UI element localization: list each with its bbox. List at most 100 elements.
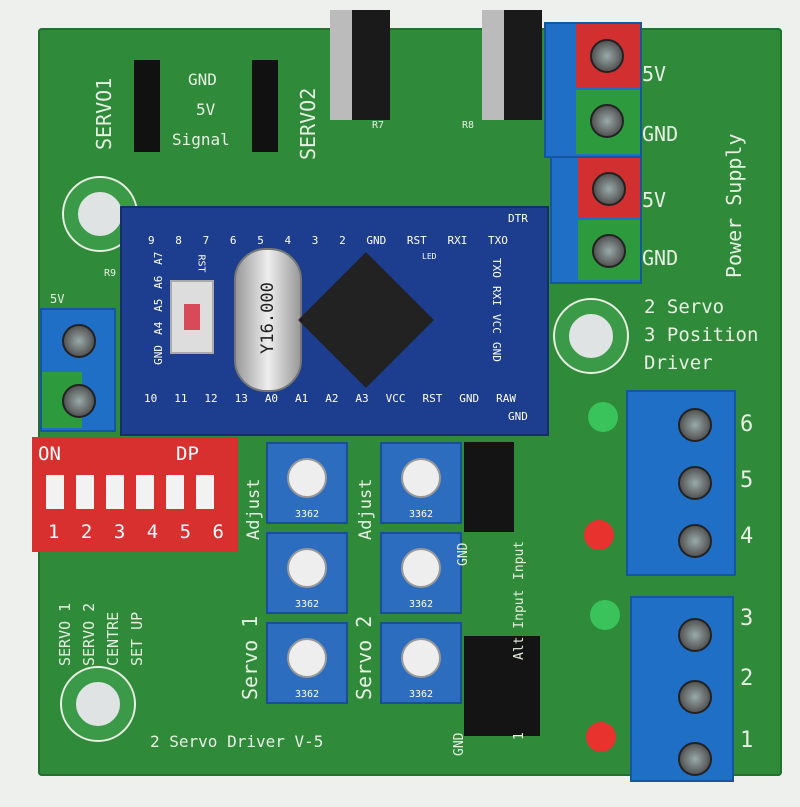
reset-button[interactable] [170, 280, 214, 354]
servo1-label: SERVO1 [92, 77, 116, 150]
pin-label: 8 [175, 234, 182, 247]
servo2-pot-label: Servo 2 [352, 615, 376, 700]
screw-icon [678, 742, 712, 776]
red-led [586, 722, 616, 752]
pin-label: VCC [490, 313, 503, 334]
pin-label: RXI [490, 285, 503, 306]
pin-label: TXO [488, 234, 508, 247]
led-label: LED [422, 252, 437, 261]
resistor-label: R9 [104, 268, 117, 279]
dip-number: 4 [146, 521, 159, 543]
pin-label: 2 [339, 234, 346, 247]
jumper-header[interactable] [464, 442, 514, 532]
output-number: 3 [740, 606, 754, 631]
pot-code: 3362 [408, 509, 434, 520]
pin-label: A1 [295, 392, 309, 405]
output-terminal-block [630, 596, 734, 782]
dip-dp-label: DP [176, 443, 199, 465]
power-terminal-block [550, 156, 642, 284]
voltage-regulator [482, 10, 542, 120]
trim-potentiometer[interactable]: 3362 [266, 622, 348, 704]
resistor-label: R7 [372, 120, 385, 131]
title-line: 2 Servo [644, 296, 725, 318]
servo1-pot-label: Servo 1 [238, 615, 262, 700]
screw-icon [592, 172, 626, 206]
pin-label: A2 [325, 392, 339, 405]
screw-icon [678, 408, 712, 442]
jumper-header[interactable] [464, 636, 540, 736]
crystal-label: Y16.000 [258, 282, 278, 354]
pin-label: GND [152, 345, 165, 365]
output-number: 2 [740, 666, 754, 691]
setup-text: SERVO 2 [80, 602, 98, 666]
pot-code: 3362 [294, 599, 320, 610]
pin-label: 11 [174, 392, 188, 405]
dtr-label: DTR [508, 212, 528, 225]
trim-potentiometer[interactable]: 3362 [380, 622, 462, 704]
output-number: 1 [740, 728, 754, 753]
title-line: Driver [644, 352, 713, 374]
screw-icon [678, 618, 712, 652]
pot-code: 3362 [408, 689, 434, 700]
green-led [588, 402, 618, 432]
trim-potentiometer[interactable]: 3362 [380, 442, 462, 524]
pin-label: 6 [229, 234, 237, 247]
voltage-regulator [330, 10, 390, 120]
dip-on-label: ON [38, 443, 61, 465]
dip-number: 6 [212, 521, 224, 543]
pin-label: RST [406, 234, 427, 247]
pin-label: VCC [385, 392, 406, 405]
trim-potentiometer[interactable]: 3362 [266, 442, 348, 524]
setup-text: CENTRE [104, 611, 122, 666]
dip-toggle-2[interactable] [76, 475, 94, 509]
screw-icon [678, 524, 712, 558]
pin-label: GND [366, 234, 387, 247]
servo2-label: SERVO2 [296, 87, 320, 160]
title-line: 3 Position [644, 324, 759, 346]
jumper-alt-input-label: Alt Input [512, 589, 527, 660]
mounting-hole [62, 668, 134, 740]
green-led [590, 600, 620, 630]
pin-label: TXO [490, 258, 503, 278]
pin-label: 10 [144, 392, 158, 405]
pin-label: A5 [152, 298, 165, 312]
version-label: 2 Servo Driver V-5 [150, 732, 324, 751]
dip-toggle-1[interactable] [46, 475, 64, 509]
servo1-header [134, 60, 160, 152]
gnd-label: GND [508, 410, 528, 423]
dip-toggle-4[interactable] [136, 475, 154, 509]
power-terminal-block [544, 22, 642, 158]
input-terminal-block [40, 308, 116, 432]
dip-toggle-6[interactable] [196, 475, 214, 509]
screw-icon [678, 680, 712, 714]
mounting-hole [555, 300, 627, 372]
pin-label-5v: 5V [196, 100, 216, 119]
dip-toggle-5[interactable] [166, 475, 184, 509]
screw-icon [590, 104, 624, 138]
output-number: 6 [740, 412, 754, 437]
jumper-gnd-label: GND [452, 732, 467, 756]
red-led [584, 520, 614, 550]
trim-potentiometer[interactable]: 3362 [380, 532, 462, 614]
dip-number: 1 [48, 521, 60, 543]
pin-label: RST [422, 392, 443, 405]
pot-code: 3362 [294, 509, 320, 520]
trim-potentiometer[interactable]: 3362 [266, 532, 348, 614]
resistor-label: R8 [462, 120, 475, 131]
pin-label: 3 [311, 234, 319, 247]
output-number: 4 [740, 524, 754, 549]
dip-number: 2 [80, 521, 93, 543]
power-label-gnd: GND [642, 246, 679, 270]
left-terminal-label: 5V [50, 292, 65, 306]
pin-label: RAW [496, 392, 516, 405]
crystal: Y16.000 [234, 248, 302, 392]
adjust-label: Adjust [244, 478, 264, 540]
output-terminal-block [626, 390, 736, 576]
setup-text: SERVO 1 [56, 602, 74, 666]
pin-label-signal: Signal [172, 130, 230, 149]
dip-toggle-3[interactable] [106, 475, 124, 509]
power-label-5v: 5V [642, 62, 667, 86]
rst-label: RST [195, 254, 207, 273]
